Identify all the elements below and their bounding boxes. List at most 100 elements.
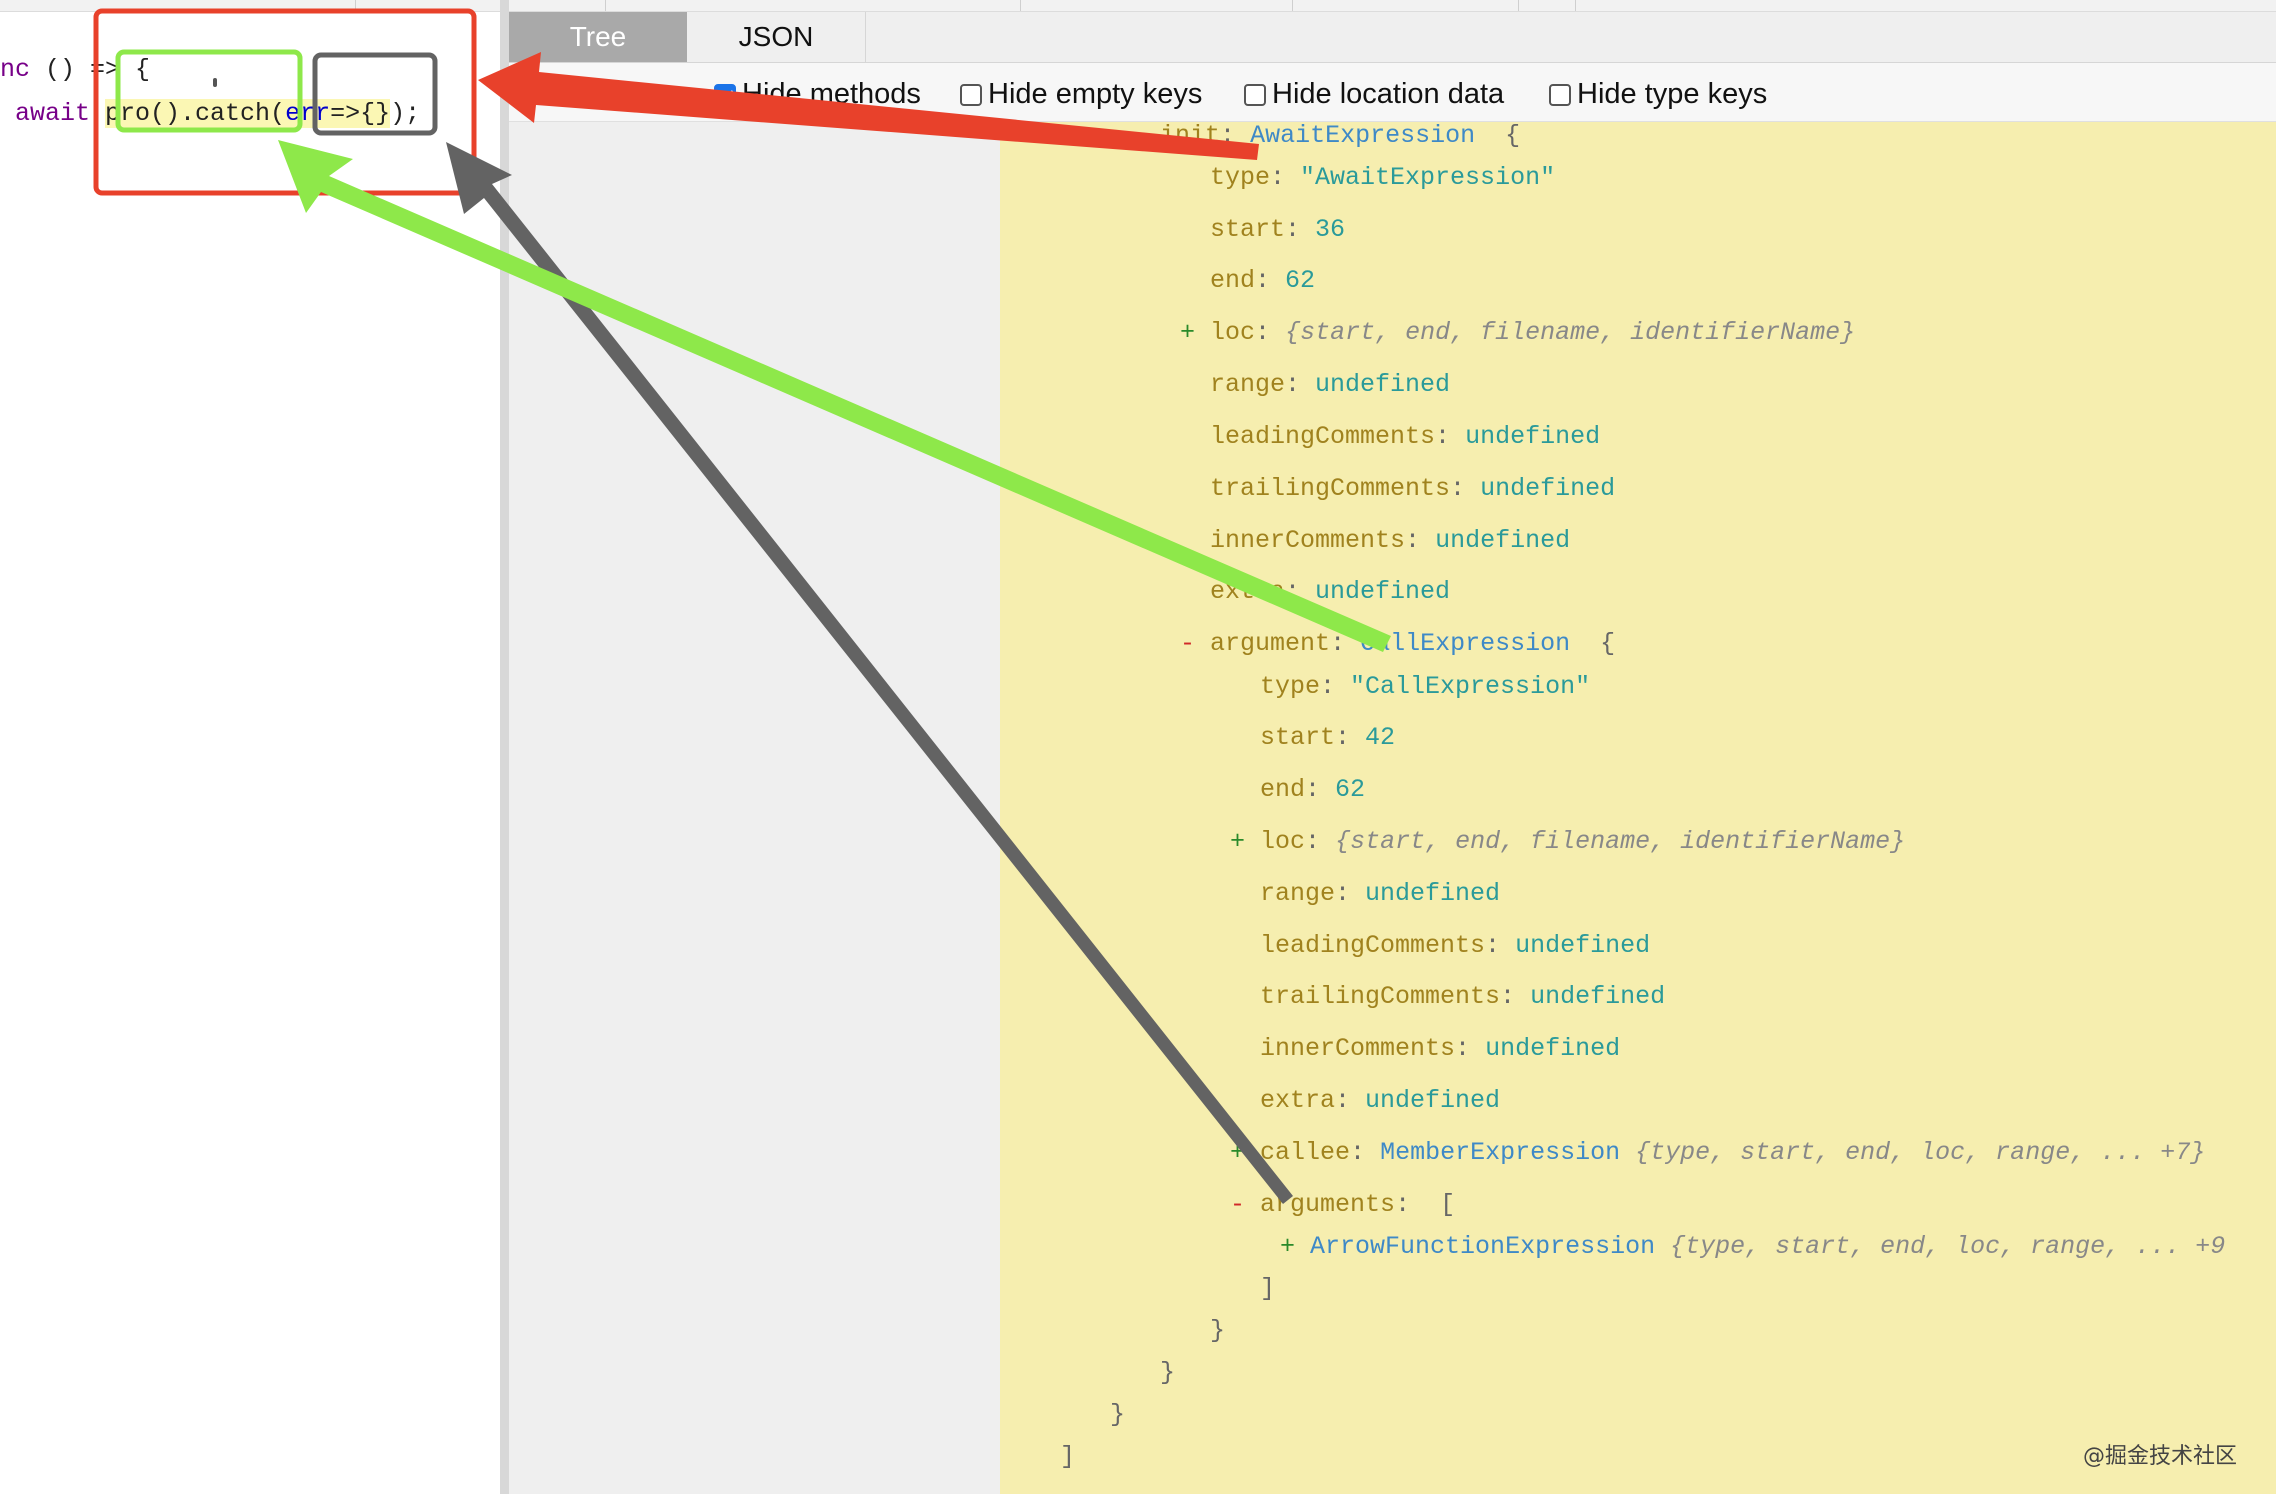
key-colon: : [1335,723,1366,752]
spacer [1655,1232,1670,1261]
tree-node-row[interactable]: + callee: MemberExpression {type, start,… [1230,1137,2205,1169]
code-call-expression: pro().catch( [105,99,286,128]
undefined-value: undefined [1480,474,1616,503]
code-keyword-await: await [15,99,91,128]
number-value: 42 [1365,723,1396,752]
top-toolbar-strip [0,0,2276,12]
spacer [1245,827,1260,856]
spacer [1570,629,1585,658]
close-bracket: ] [1060,1442,1076,1471]
node-key: init [1160,121,1221,150]
tree-node-row: trailingComments: undefined [1260,981,1665,1013]
node-key: range [1260,879,1336,908]
tree-node-row[interactable]: + loc: {start, end, filename, identifier… [1230,826,1905,858]
key-colon: : [1450,474,1481,503]
tree-node-row: type: "CallExpression" [1260,671,1590,703]
number-value: 62 [1285,266,1316,295]
node-key: argument [1210,629,1331,658]
hide-methods-checkbox[interactable] [714,83,736,106]
key-colon: : [1330,629,1361,658]
hide-type-keys-checkbox[interactable] [1549,83,1571,106]
tree-node-row: ] [1260,1273,1275,1305]
tab-tree[interactable]: Tree [509,12,687,62]
expand-toggle-icon: + [1180,318,1196,347]
node-key: leadingComments [1210,422,1436,451]
option-label: Hide location data [1272,78,1505,110]
tree-node-row: } [1210,1315,1225,1347]
node-key: leadingComments [1260,931,1486,960]
key-colon: : [1285,370,1316,399]
tree-node-row: start: 42 [1260,722,1395,754]
collapse-toggle-icon: - [1230,1190,1246,1219]
close-bracket: } [1110,1400,1126,1429]
code-arrow: =>{} [330,99,391,128]
node-type: MemberExpression [1380,1138,1621,1167]
spacer [1195,318,1210,347]
key-colon: : [1405,526,1436,555]
collapsed-summary: {start, end, filename, identifierName} [1285,318,1856,347]
spacer [1475,121,1490,150]
tree-node-row[interactable]: - arguments: [ [1230,1189,1455,1221]
node-key: start [1210,215,1286,244]
option-hide-type-keys[interactable]: Hide type keys [1549,78,1767,111]
close-bracket: } [1210,1316,1226,1345]
key-colon: : [1335,1086,1366,1115]
key-colon: : [1485,931,1516,960]
tree-node-row: } [1110,1399,1125,1431]
tree-node-row[interactable]: + loc: {start, end, filename, identifier… [1180,317,1855,349]
spacer [1295,1232,1310,1261]
tree-node-row[interactable]: - init: AwaitExpression { [1130,120,1520,152]
key-colon: : [1305,775,1336,804]
key-colon: : [1435,422,1466,451]
tree-node-row: } [1160,1357,1175,1389]
spacer [1145,121,1160,150]
string-value: "AwaitExpression" [1300,163,1556,192]
key-colon: : [1455,1034,1486,1063]
collapse-toggle-icon: - [1130,121,1146,150]
key-colon: : [1220,121,1251,150]
node-key: range [1210,370,1286,399]
tree-node-row: end: 62 [1260,774,1365,806]
pane-resize-handle[interactable] [500,0,509,1494]
key-colon: : [1500,982,1531,1011]
tree-node-row: extra: undefined [1210,576,1450,608]
node-key: trailingComments [1260,982,1501,1011]
key-colon: : [1320,672,1351,701]
tree-node-row: ] [1060,1441,1075,1473]
code-text: () => { [30,55,151,84]
key-colon: : [1285,215,1316,244]
toolbar-separator [1020,0,1021,11]
node-type: AwaitExpression [1250,121,1476,150]
tree-node-row[interactable]: - argument: CallExpression { [1180,628,1615,660]
undefined-value: undefined [1315,370,1451,399]
node-key: end [1210,266,1256,295]
tree-node-row: range: undefined [1260,878,1500,910]
toolbar-separator [1575,0,1576,11]
expand-toggle-icon: + [1280,1232,1296,1261]
tree-node-row[interactable]: + ArrowFunctionExpression {type, start, … [1280,1231,2225,1263]
hide-empty-keys-checkbox[interactable] [960,83,982,106]
undefined-value: undefined [1315,577,1451,606]
key-colon: : [1255,266,1286,295]
close-bracket: } [1160,1358,1176,1387]
tree-node-row: extra: undefined [1260,1085,1500,1117]
option-hide-methods[interactable]: Hide methods [714,78,921,111]
open-bracket: { [1505,121,1521,150]
key-colon: : [1255,318,1286,347]
code-editor[interactable]: nc () => { await pro().catch(err=>{}); [0,12,500,1494]
option-hide-location-data[interactable]: Hide location data [1244,78,1504,111]
output-tab-bar: Tree JSON [509,12,2276,63]
code-keyword: nc [0,55,31,84]
option-hide-empty-keys[interactable]: Hide empty keys [960,78,1202,111]
hide-location-data-checkbox[interactable] [1244,83,1266,106]
spacer [1195,629,1210,658]
key-colon: : [1350,1138,1381,1167]
spacer [1585,629,1600,658]
undefined-value: undefined [1485,1034,1621,1063]
tab-json[interactable]: JSON [687,12,866,62]
collapse-toggle-icon: - [1180,629,1196,658]
tree-options-bar: Hide methods Hide empty keys Hide locati… [509,63,2276,122]
spacer [1245,1138,1260,1167]
node-key: extra [1210,577,1286,606]
